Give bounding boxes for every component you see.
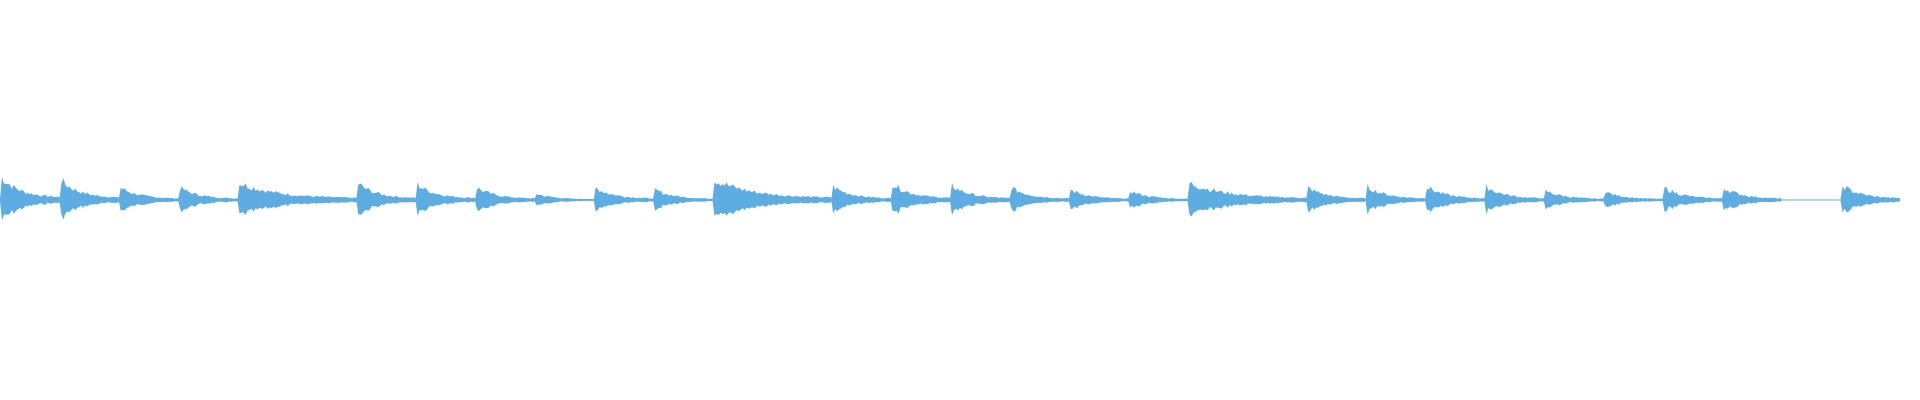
note-burst-0 (0, 177, 60, 221)
note-burst-26 (1721, 188, 1782, 211)
note-burst-18 (1187, 181, 1307, 217)
note-burst-27 (1840, 186, 1900, 213)
note-burst-22 (1484, 183, 1544, 215)
note-burst-19 (1306, 186, 1366, 213)
note-burst-25 (1662, 187, 1722, 212)
note-burst-8 (534, 194, 594, 205)
note-burst-13 (890, 184, 950, 214)
note-burst-2 (118, 187, 179, 211)
note-burst-5 (356, 183, 416, 215)
note-burst-21 (1425, 186, 1485, 212)
waveform-notes (0, 177, 1900, 221)
note-burst-1 (59, 178, 119, 220)
note-burst-12 (831, 184, 891, 214)
note-burst-6 (415, 182, 475, 216)
note-burst-4 (237, 183, 357, 216)
note-burst-15 (1009, 187, 1069, 212)
note-burst-20 (1365, 183, 1425, 215)
note-burst-17 (1128, 191, 1188, 208)
note-burst-23 (1543, 189, 1604, 210)
note-burst-24 (1603, 192, 1663, 207)
note-burst-9 (593, 187, 654, 212)
note-burst-16 (1068, 189, 1129, 210)
note-burst-7 (475, 187, 535, 212)
note-burst-3 (178, 186, 238, 213)
note-burst-10 (653, 188, 713, 211)
note-burst-11 (712, 182, 832, 216)
note-burst-14 (950, 183, 1010, 216)
